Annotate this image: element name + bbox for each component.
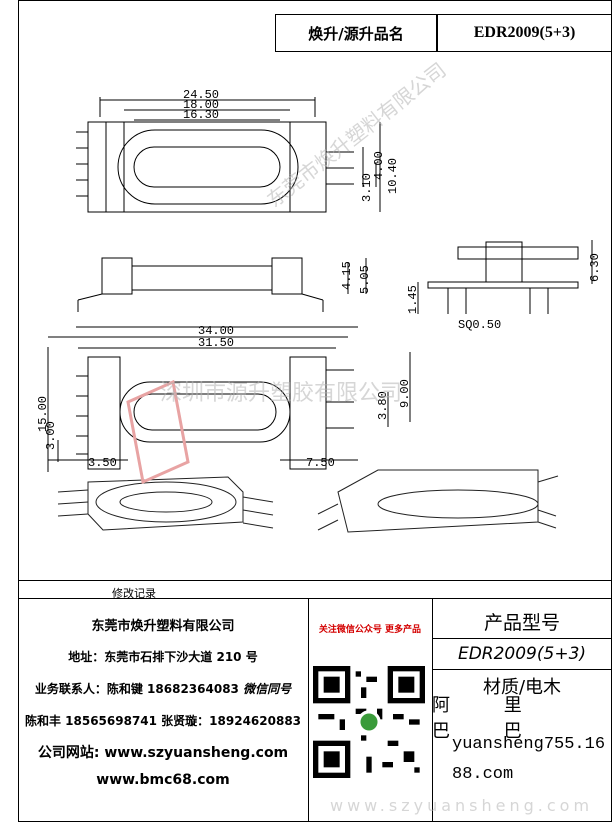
shop-url[interactable]: yuansheng755.1688.com: [452, 735, 606, 784]
drawing-frame: [18, 0, 612, 822]
iso-view-right: [317, 469, 559, 533]
material: 材质/电木: [482, 677, 562, 698]
revision-label: 修改记录: [112, 587, 156, 600]
logo-watermark: [126, 379, 190, 485]
table-line: [432, 598, 433, 822]
dim-bot-h2: 9.00: [398, 379, 412, 408]
dim-right-sq: SQ0.50: [458, 318, 501, 332]
contact-line-1: 业务联系人：陈和键 18682364083 微信同号: [18, 680, 308, 697]
wechat-note: 微信同号: [243, 682, 292, 696]
bottom-view: [47, 336, 411, 472]
dim-bot-h3: 3.00: [44, 421, 58, 450]
dim-top-w2: 18.00: [183, 98, 219, 112]
table-line: [18, 580, 612, 581]
table-line: [432, 638, 612, 639]
website-label: 公司网站:: [37, 745, 100, 761]
website-line: 公司网站: www.szyuansheng.com: [18, 742, 308, 762]
iso-view-left: [57, 476, 274, 531]
qr-code[interactable]: [313, 666, 425, 778]
technical-drawing: 24.50 18.00 16.30 4.00 10.40 3.10 4.15 5…: [36, 88, 602, 533]
dim-bot-h4: 3.80: [376, 391, 390, 420]
dim-top-w1: 24.50: [183, 88, 219, 102]
dim-side-h1: 4.15: [340, 261, 354, 290]
dim-right-pin: 1.45: [406, 285, 420, 314]
table-line: [18, 598, 612, 599]
top-view: [76, 97, 381, 213]
website-link[interactable]: www.szyuansheng.com: [104, 745, 289, 761]
table-line: [308, 598, 309, 822]
dim-bot-w4: 7.50: [306, 456, 335, 470]
dim-top-h2: 10.40: [386, 158, 400, 194]
dim-bot-h1: 15.00: [36, 396, 50, 432]
bottom-watermark: www.szyuansheng.com: [330, 796, 594, 815]
website-link-2[interactable]: www.bmc68.com: [96, 772, 230, 788]
product-model-value: EDR2009(5+3): [457, 644, 587, 664]
right-view: [417, 240, 593, 314]
dim-top-h1: 4.00: [372, 151, 386, 180]
dim-bot-w1: 34.00: [198, 324, 234, 338]
product-model-header: EDR2009(5+3): [437, 14, 612, 52]
dim-top-w3: 16.30: [183, 108, 219, 122]
company-address: 地址：东莞市石排下沙大道 210 号: [68, 650, 258, 664]
contact-text-1: 业务联系人：陈和键 18682364083: [34, 682, 239, 696]
dim-side-h2: 5.05: [358, 265, 372, 294]
table-line: [432, 669, 612, 670]
follow-wechat-text: 关注微信公众号 更多产品: [318, 625, 422, 635]
company-name: 东莞市焕升塑料有限公司: [91, 619, 235, 634]
dim-bot-w3: 3.50: [88, 456, 117, 470]
side-view: [76, 257, 367, 328]
watermark-text-2: 深圳市源升塑胶有限公司: [160, 381, 403, 406]
contact-line-2: 陈和丰 18565698741 张贤璇：18924620883: [24, 714, 302, 728]
product-name-label: 焕升/源升品名: [275, 14, 437, 52]
product-model-label: 产品型号: [483, 611, 560, 634]
shop-name: 阿 里 巴 巴: [432, 695, 546, 742]
dim-top-h3: 3.10: [360, 173, 374, 202]
dim-bot-w2: 31.50: [198, 336, 234, 350]
dim-right-h: 6.30: [588, 253, 602, 282]
